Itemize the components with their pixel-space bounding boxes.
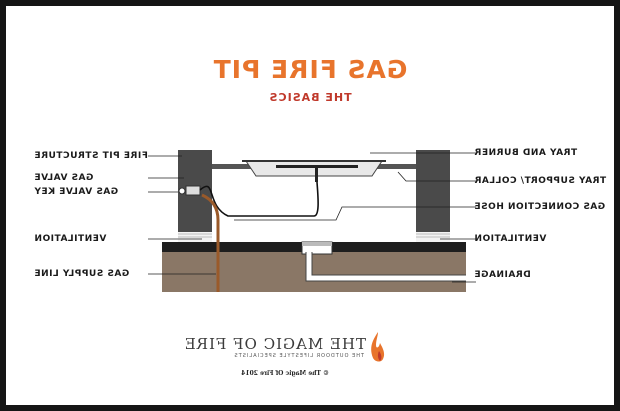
label-fire-pit-structure: FIRE PIT STRUCTURE <box>34 151 148 161</box>
label-gas-valve: GAS VALVE <box>34 173 94 183</box>
drainage-pipe <box>301 241 466 282</box>
label-drainage: DRAINAGE <box>474 270 531 280</box>
brand-name: THE MAGIC OF FIRE <box>183 335 366 353</box>
brand-tagline: THE OUTDOOR LIFESTYLE SPECIALISTS <box>233 353 364 359</box>
gas-connection-hose <box>199 181 319 217</box>
tray-and-burner <box>242 160 386 182</box>
label-gas-valve-key: GAS VALVE KEY <box>34 187 119 197</box>
right-leader-lines <box>234 152 476 283</box>
fire-pit-illustration <box>148 150 476 292</box>
copyright-text: © The Magic Of Fire 2014 <box>241 370 329 377</box>
gas-valve <box>178 185 201 196</box>
label-ventilation-right: VENTILATION <box>474 234 547 244</box>
brand-block: THE MAGIC OF FIRE THE OUTDOOR LIFESTYLE … <box>6 331 614 381</box>
label-tray-support-collar: TRAY SUPPORT/ COLLAR <box>474 176 607 186</box>
flame-logo-icon <box>371 332 385 362</box>
label-tray-and-burner: TRAY AND BURNER <box>474 148 578 158</box>
ground <box>162 252 466 292</box>
gas-supply-line <box>201 193 220 292</box>
label-ventilation-left: VENTILATION <box>34 234 107 244</box>
label-gas-connection-hose: GAS CONNECTION HOSE <box>474 202 606 212</box>
left-leader-lines <box>148 155 216 275</box>
label-gas-supply-line: GAS SUPPLY LINE <box>34 269 130 279</box>
right-pillar <box>416 150 450 242</box>
